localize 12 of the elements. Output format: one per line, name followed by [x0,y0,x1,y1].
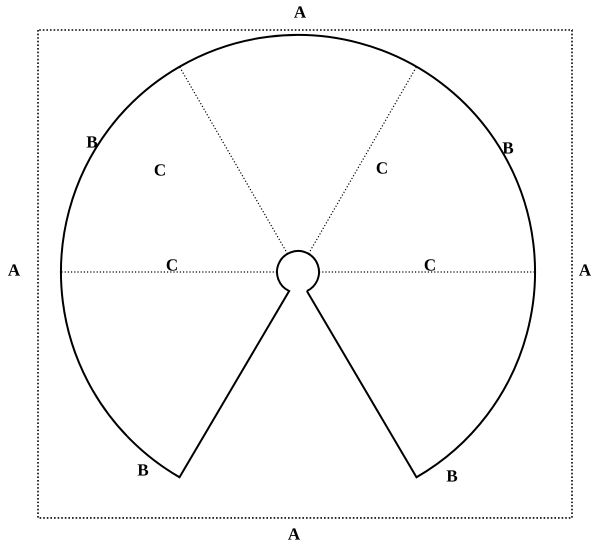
part-label: C [424,259,435,271]
part-label: C [166,259,177,271]
part-label: B [446,470,458,482]
part-label: C [154,164,165,176]
part-label: B [138,464,148,476]
part-label: C [376,162,387,174]
part-label: B [86,136,98,148]
part-label: A [579,264,592,276]
part-label: A [288,528,300,540]
part-label: A [294,6,306,18]
part-label: B [502,142,514,154]
part-label: A [8,264,20,276]
